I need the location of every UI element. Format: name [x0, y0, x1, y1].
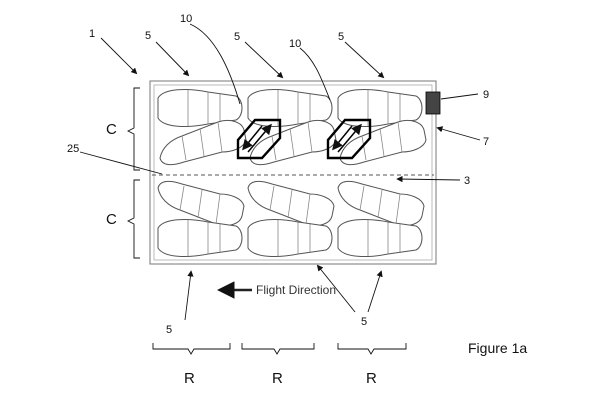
- label-r-2: R: [272, 370, 283, 387]
- bracket-c-lower: [126, 179, 140, 259]
- bracket-c-upper: [126, 87, 140, 171]
- lower-angled-seats: [157, 180, 425, 227]
- label-5-c: 5: [338, 31, 344, 43]
- label-10-b: 10: [289, 38, 301, 50]
- bracket-r-2: [241, 343, 315, 355]
- label-3: 3: [464, 175, 470, 187]
- label-5-a: 5: [145, 30, 151, 42]
- cabin-frame: [149, 80, 437, 265]
- item-9-marker: [425, 91, 441, 115]
- bracket-r-1: [152, 343, 231, 355]
- label-5-b: 5: [234, 31, 240, 43]
- label-5-d: 5: [166, 324, 172, 336]
- flight-direction-label: Flight Direction: [256, 283, 336, 297]
- leader-lines: [79, 23, 481, 321]
- figure-caption: Figure 1a: [468, 340, 527, 356]
- label-9: 9: [483, 89, 489, 101]
- label-c-upper: C: [106, 121, 117, 138]
- label-1: 1: [89, 28, 95, 40]
- upper-top-seats: [157, 89, 423, 127]
- label-r-1: R: [184, 370, 195, 387]
- label-25: 25: [67, 143, 79, 155]
- label-10-a: 10: [180, 13, 192, 25]
- lower-bottom-seats: [157, 219, 423, 257]
- upper-angled-seats: [159, 119, 427, 166]
- label-r-3: R: [366, 370, 377, 387]
- label-5-e: 5: [361, 316, 367, 328]
- label-c-lower: C: [106, 211, 117, 228]
- access-path-highlights: [236, 118, 372, 160]
- label-7: 7: [483, 136, 489, 148]
- bracket-r-3: [337, 343, 407, 355]
